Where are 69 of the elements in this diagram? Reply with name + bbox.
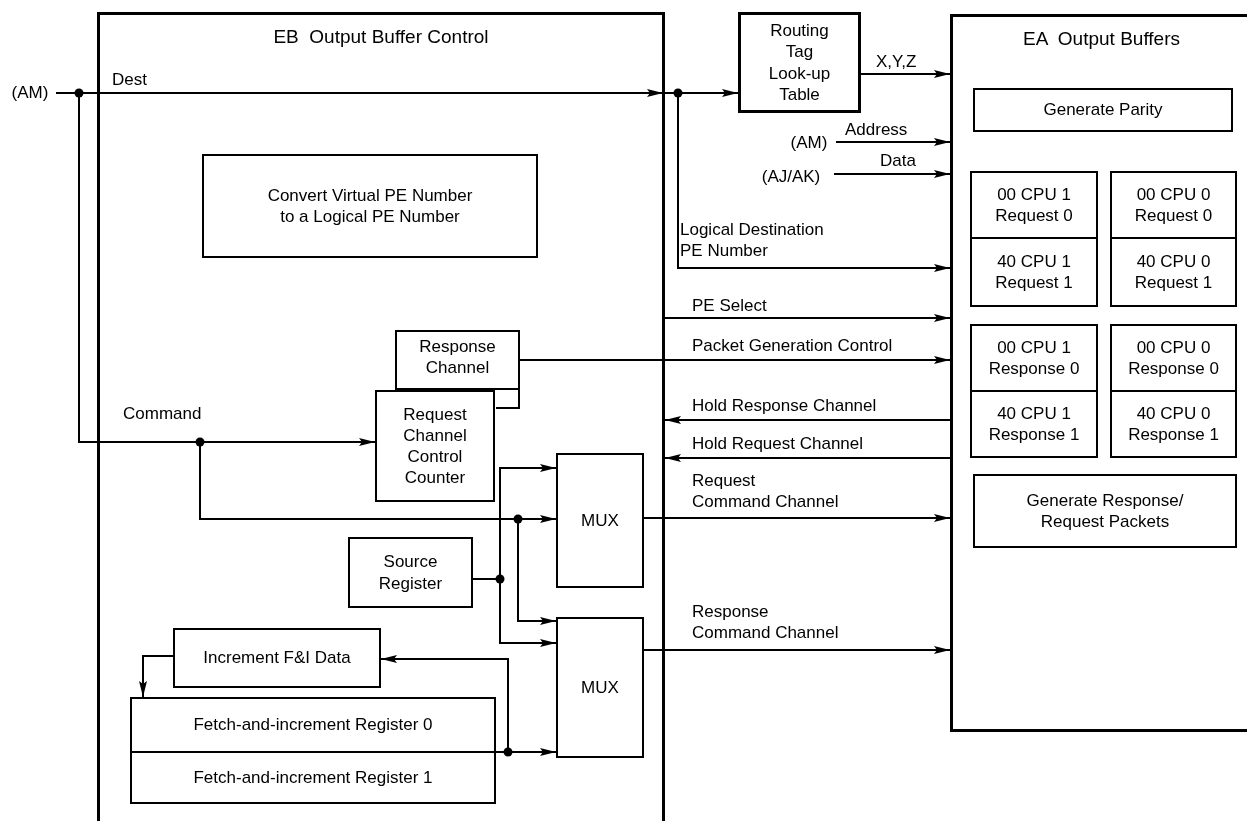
edge-label: Hold Response Channel xyxy=(692,395,877,417)
buffer-cell xyxy=(970,324,1098,392)
buffer-cell xyxy=(1110,324,1237,392)
register-box xyxy=(395,330,520,390)
arrow xyxy=(643,646,951,654)
box-label: 00 CPU 0 Request 0 xyxy=(1134,183,1213,227)
buffer-cell xyxy=(1110,390,1237,458)
process-box xyxy=(173,628,381,688)
box-label: Response Channel xyxy=(418,336,497,379)
block-frame xyxy=(950,14,1247,732)
box-label: Generate Response/ Request Packets xyxy=(1026,489,1184,533)
box-label: Convert Virtual PE Number to a Logical PE Number xyxy=(267,184,473,228)
process-box xyxy=(973,474,1237,548)
buffer-cell xyxy=(970,390,1098,458)
buffer-cell xyxy=(1110,237,1237,307)
register-box xyxy=(130,697,496,753)
buffer-cell xyxy=(970,237,1098,307)
box-label: Fetch-and-increment Register 1 xyxy=(193,766,433,789)
arrow xyxy=(833,170,951,178)
arrow xyxy=(664,314,951,322)
edge-label: Data xyxy=(880,150,916,172)
box-label: Routing Tag Look-up Table xyxy=(768,20,831,105)
arrow xyxy=(139,655,174,698)
box-label: MUX xyxy=(581,676,619,699)
edge-label: Packet Generation Control xyxy=(692,335,893,357)
block-title: EB Output Buffer Control xyxy=(273,25,489,49)
block-frame xyxy=(97,12,665,821)
block-title: EA Output Buffers xyxy=(1023,27,1180,51)
signal-name: (AJ/AK) xyxy=(761,166,821,188)
box-label: 00 CPU 1 Request 0 xyxy=(995,183,1073,227)
box-label: 40 CPU 0 Response 1 xyxy=(1128,402,1219,446)
arrow xyxy=(643,514,951,522)
arrow xyxy=(519,356,951,364)
edge-label: Hold Request Channel xyxy=(692,433,864,455)
register-box xyxy=(130,751,496,804)
edge-label: Response Command Channel xyxy=(692,601,839,644)
multiplexer-box xyxy=(556,617,644,758)
box-label: MUX xyxy=(581,509,619,532)
edge-label: Request Command Channel xyxy=(692,470,839,513)
multiplexer-box xyxy=(556,453,644,588)
buffer-cell xyxy=(970,171,1098,239)
edge-label: Address xyxy=(845,119,908,141)
box-label: 40 CPU 0 Request 1 xyxy=(1134,250,1213,294)
lookup-table-box xyxy=(738,12,861,113)
box-label: Source Register xyxy=(378,551,443,594)
box-label: 00 CPU 0 Response 0 xyxy=(1128,336,1219,380)
edge-label: Command xyxy=(123,403,202,425)
process-box xyxy=(973,88,1233,132)
edge-label: Logical Destination PE Number xyxy=(680,219,824,262)
arrow xyxy=(664,454,951,462)
box-label: Increment F&I Data xyxy=(203,647,351,669)
signal-name: (AM) xyxy=(11,82,49,104)
register-box xyxy=(348,537,473,608)
register-box xyxy=(375,390,495,502)
buffer-cell xyxy=(1110,171,1237,239)
arrow xyxy=(860,70,951,78)
edge-label: X,Y,Z xyxy=(876,51,917,73)
arrow xyxy=(835,138,951,146)
box-label: Fetch-and-increment Register 0 xyxy=(193,714,433,736)
box-label: Generate Parity xyxy=(1043,99,1163,121)
edge-label: Dest xyxy=(112,69,147,91)
box-label: Request Channel Control Counter xyxy=(402,403,468,489)
box-label: 40 CPU 1 Request 1 xyxy=(995,250,1073,294)
box-label: 40 CPU 1 Response 1 xyxy=(988,402,1080,446)
edge-label: PE Select xyxy=(692,295,767,317)
signal-name: (AM) xyxy=(790,132,828,154)
arrow xyxy=(664,416,951,424)
process-box xyxy=(202,154,538,258)
box-label: 00 CPU 1 Response 0 xyxy=(988,336,1080,380)
